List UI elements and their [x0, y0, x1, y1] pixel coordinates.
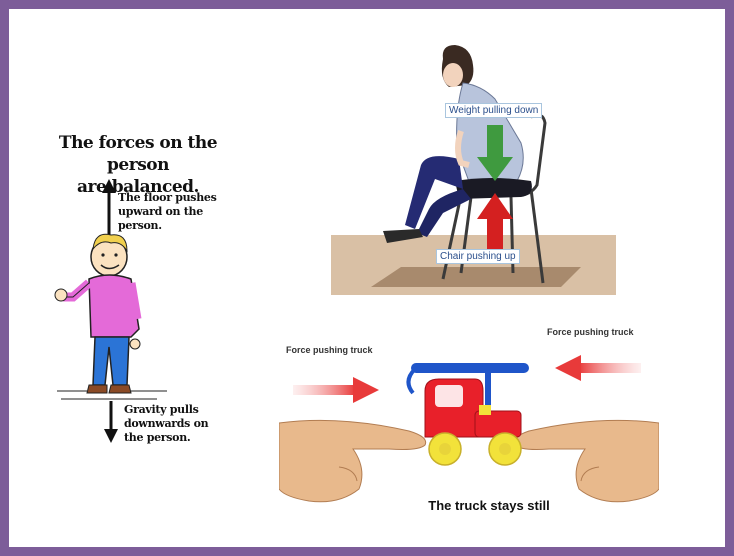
chair-label: Chair pushing up: [436, 249, 520, 264]
weight-down-arrow: [477, 125, 513, 181]
floor-rug: [371, 267, 581, 287]
left-force-arrow: [293, 377, 379, 403]
floor-push-label-line3: person.: [118, 219, 162, 232]
person-body: [54, 274, 142, 394]
gravity-label-line3: the person.: [124, 431, 191, 444]
person-head: [90, 233, 128, 277]
truck-caption: The truck stays still: [428, 498, 550, 513]
canvas: The forces on the person are balanced.: [9, 9, 725, 547]
floor-push-label: The floor pushes upward on the person.: [118, 191, 228, 233]
gravity-arrow: [104, 401, 118, 443]
left-hand: [279, 419, 427, 503]
toy-truck: [406, 363, 529, 466]
floor-push-arrow: [102, 179, 116, 241]
balanced-title-line1: The forces on the person: [58, 133, 218, 175]
right-force-arrow: [555, 355, 641, 381]
person-figure: [54, 179, 167, 443]
right-hand: [513, 419, 659, 503]
left-force-label: Force pushing truck: [286, 345, 373, 355]
floor-push-label-line2: upward on the: [118, 205, 203, 218]
chair-up-arrow: [477, 193, 513, 253]
gravity-label-line1: Gravity pulls: [124, 403, 199, 416]
truck-scene: [279, 355, 659, 503]
floor-lines: [57, 390, 167, 400]
gravity-label: Gravity pulls downwards on the person.: [124, 403, 234, 445]
floor-push-label-line1: The floor pushes: [118, 191, 217, 204]
gravity-label-line2: downwards on: [124, 417, 209, 430]
weight-label: Weight pulling down: [445, 103, 543, 118]
sitting-scene: [331, 45, 616, 295]
right-force-label: Force pushing truck: [547, 327, 634, 337]
